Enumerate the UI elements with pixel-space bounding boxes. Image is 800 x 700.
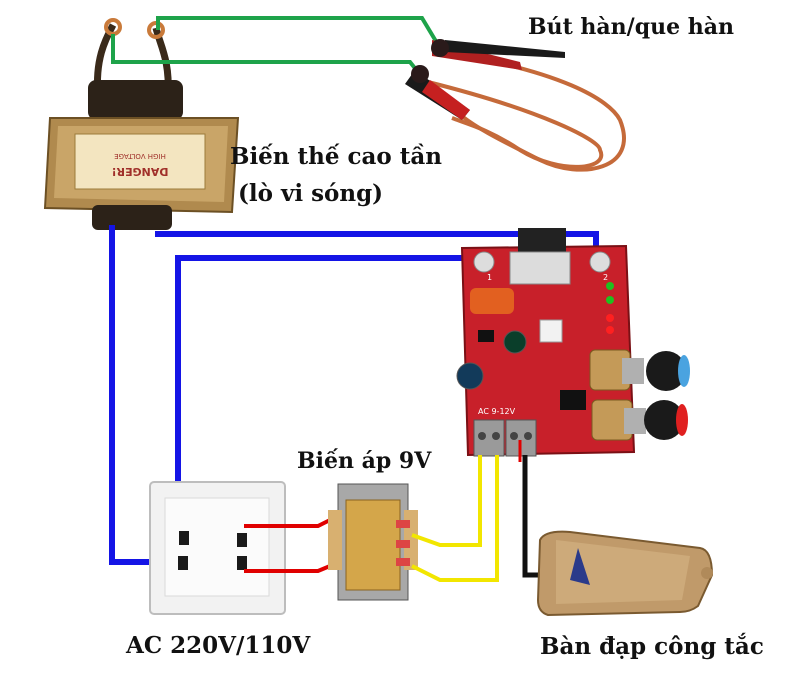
microwave-transformer: DANGER! HIGH VOLTAGE	[43, 18, 240, 230]
pot-1	[589, 349, 690, 391]
welding-pen-label: Bút hàn/que hàn	[528, 14, 734, 40]
welding-pen	[405, 39, 626, 172]
board-terminal-2	[589, 251, 611, 273]
foot-pedal-label: Bàn đạp công tắc	[540, 633, 764, 660]
pot-2	[591, 399, 688, 441]
led-red-1	[606, 314, 614, 322]
svg-text:1: 1	[487, 273, 492, 282]
mot-label-line2: (lò vi sóng)	[238, 180, 384, 207]
led-red-2	[606, 326, 614, 334]
mot-coil-top	[88, 80, 183, 120]
mot-warning-plate: DANGER! HIGH VOLTAGE	[74, 133, 206, 190]
wall-socket	[149, 481, 286, 615]
foot-pedal	[536, 530, 714, 617]
pen-connector-1	[431, 39, 449, 57]
mot-label-line1: Biến thế cao tần	[230, 143, 443, 170]
led-green-2	[606, 296, 614, 304]
ac-supply-label: AC 220V/110V	[126, 632, 311, 659]
svg-text:AC 9-12V: AC 9-12V	[478, 407, 516, 416]
pedal-logo	[570, 548, 590, 585]
transformer-9v-label: Biến áp 9V	[297, 448, 432, 474]
primary-red-wires	[244, 518, 331, 573]
low-voltage-wires	[411, 455, 499, 582]
secondary-wires	[111, 16, 442, 74]
mot-coil-bottom	[92, 205, 172, 230]
svg-text:HIGH VOLTAGE: HIGH VOLTAGE	[114, 152, 166, 160]
svg-text:2: 2	[603, 273, 608, 282]
control-board: 1 2 AC 9-12V	[456, 228, 690, 457]
led-green-1	[606, 282, 614, 290]
svg-text:DANGER!: DANGER!	[112, 165, 169, 178]
board-terminal-1	[473, 251, 495, 273]
transformer-9v	[328, 483, 418, 601]
pen-connector-2	[411, 65, 429, 83]
